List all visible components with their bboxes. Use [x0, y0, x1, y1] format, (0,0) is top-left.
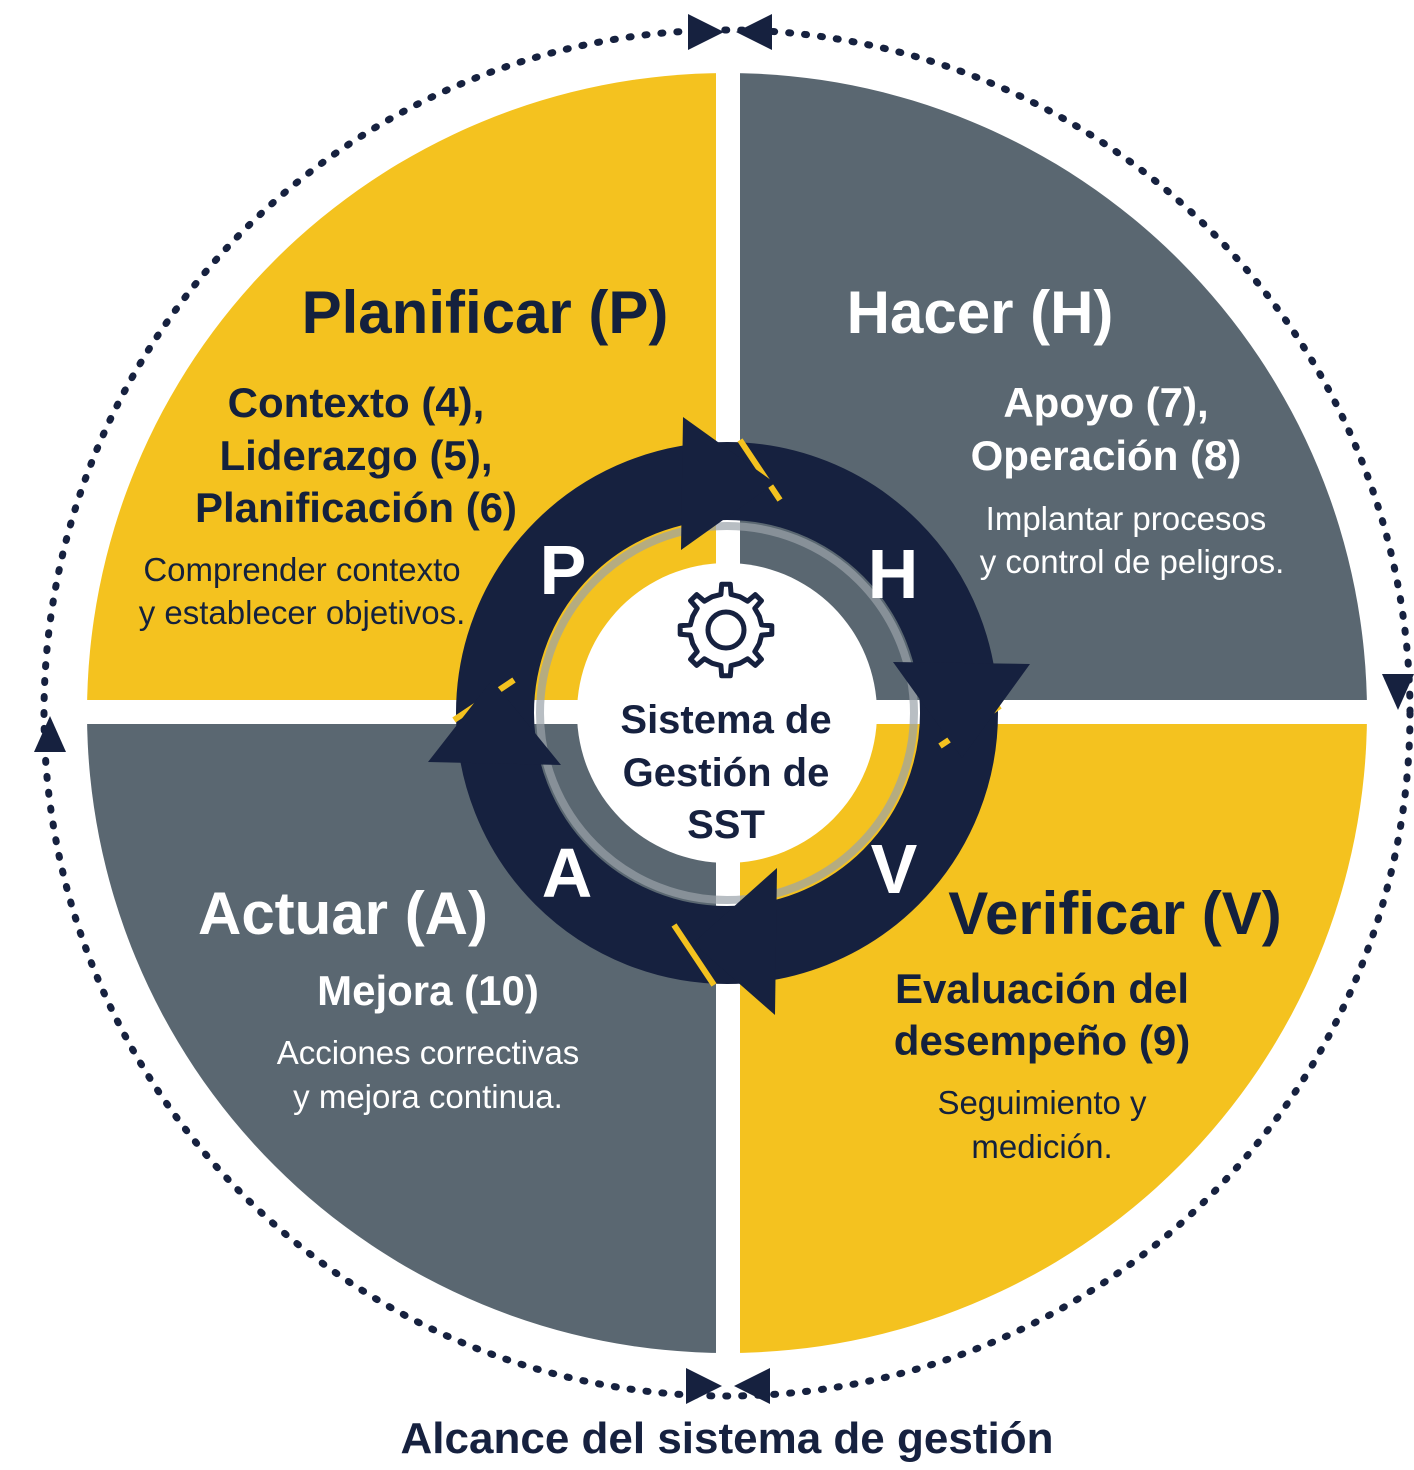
scope-ring-arrows [34, 14, 1414, 1404]
scope-dotted-ring [40, 26, 1414, 1400]
plan-desc-2: y establecer objetivos. [139, 594, 466, 631]
plan-desc-1: Comprender contexto [143, 551, 460, 588]
do-desc-1: Implantar procesos [986, 500, 1267, 537]
check-desc-1: Seguimiento y [937, 1084, 1147, 1121]
check-clause-2: desempeño (9) [894, 1017, 1190, 1064]
separator-top [737, 438, 783, 502]
quadrant-plan: Planificar (P) Contexto (4), Liderazgo (… [139, 279, 669, 631]
center-line-3: SST [687, 803, 765, 847]
scope-arrow-bottom-left [734, 1368, 770, 1404]
do-title: Hacer (H) [847, 279, 1114, 346]
gear-icon [677, 581, 775, 679]
check-title: Verificar (V) [948, 880, 1282, 947]
quadrant-act: Actuar (A) Mejora (10) Acciones correcti… [198, 880, 579, 1115]
quadrant-check: Verificar (V) Evaluación del desempeño (… [894, 880, 1282, 1165]
check-clause-1: Evaluación del [895, 965, 1189, 1012]
cycle-letter-p: P [540, 531, 587, 609]
scope-arrow-top-left [736, 14, 772, 50]
center-line-2: Gestión de [623, 751, 830, 795]
scope-arrow-top-right [688, 14, 724, 50]
plan-clause-1: Contexto (4), [228, 379, 485, 426]
scope-arrow-bottom-right [686, 1368, 722, 1404]
scope-caption: Alcance del sistema de gestión [401, 1414, 1054, 1463]
cycle-arrowheads [428, 417, 1030, 1015]
quadrant-do: Hacer (H) Apoyo (7), Operación (8) Impla… [847, 279, 1285, 580]
cycle-letter-v: V [871, 830, 918, 908]
center-line-1: Sistema de [620, 698, 831, 742]
act-title: Actuar (A) [198, 880, 488, 947]
scope-arrow-left-up [34, 716, 66, 752]
cycle-arrow-plan-to-do [681, 417, 775, 550]
cycle-letter-h: H [868, 535, 919, 613]
cycle-ring-inner-edge [536, 522, 918, 904]
do-clause-2: Operación (8) [971, 432, 1242, 479]
plan-title: Planificar (P) [302, 279, 669, 346]
check-desc-2: medición. [971, 1128, 1112, 1165]
act-desc-1: Acciones correctivas [277, 1034, 580, 1071]
plan-clause-2: Liderazgo (5), [219, 432, 492, 479]
plan-clause-3: Planificación (6) [195, 484, 517, 531]
do-clause-1: Apoyo (7), [1003, 379, 1208, 426]
scope-arrow-right-down [1382, 674, 1414, 710]
act-desc-2: y mejora continua. [293, 1078, 563, 1115]
cycle-arrow-check-to-act [693, 868, 777, 1015]
act-clause-1: Mejora (10) [317, 967, 539, 1014]
cycle-arrow-act-to-plan [428, 680, 561, 765]
separator-bottom [671, 923, 717, 987]
cycle-arrow-do-to-check [893, 662, 1030, 758]
do-desc-2: y control de peligros. [980, 543, 1285, 580]
center-disc [577, 563, 877, 863]
cycle-letter-a: A [542, 834, 593, 912]
